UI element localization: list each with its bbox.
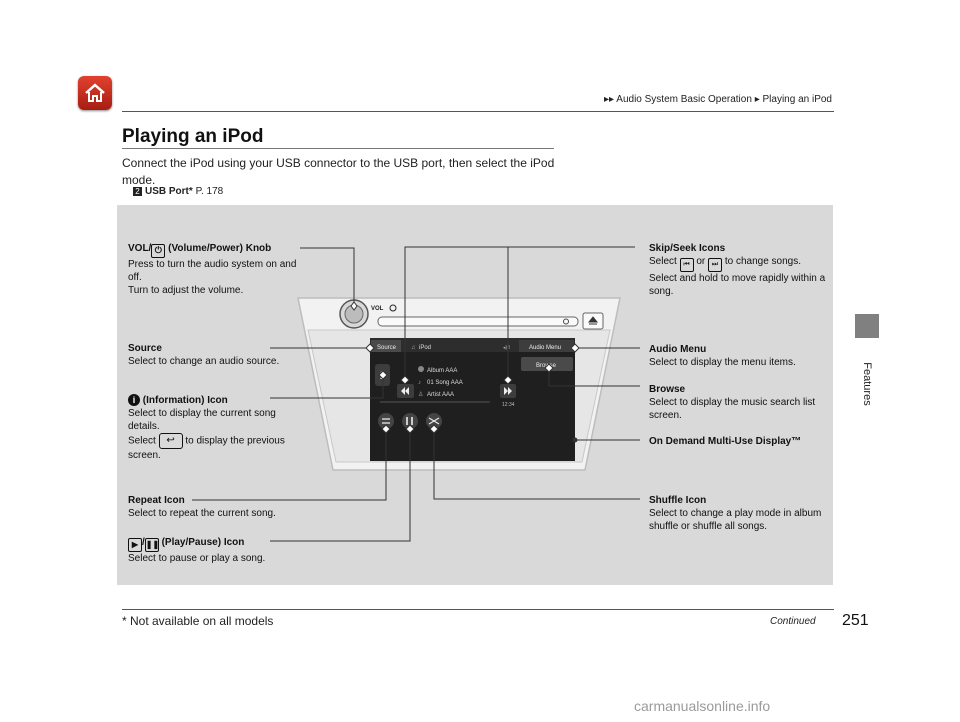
svg-text:♪: ♪: [418, 380, 421, 386]
svg-text:Source: Source: [377, 345, 397, 351]
label-repeat-icon: Repeat Icon Select to repeat the current…: [128, 495, 276, 519]
label-browse: Browse Select to display the music searc…: [649, 384, 816, 421]
svg-text:VOL: VOL: [371, 306, 384, 312]
source-button: [371, 340, 401, 352]
page-number: 251: [842, 612, 869, 629]
svg-text:iPod: iPod: [419, 345, 431, 351]
repeat-button: [378, 413, 394, 429]
pause-icon: ❚❚: [144, 538, 159, 552]
breadcrumb-section[interactable]: Audio System Basic Operation: [616, 94, 752, 105]
power-icon: ⏻: [151, 244, 166, 258]
label-skip-seek: Skip/Seek Icons Select ⏮ or ⏭ to change …: [649, 243, 826, 297]
svg-text:Artist AAA: Artist AAA: [427, 392, 454, 398]
label-shuffle-icon: Shuffle Icon Select to change a play mod…: [649, 495, 822, 532]
browse-button: [521, 357, 573, 371]
footer-rule: [122, 609, 834, 610]
play-icon: ▶: [128, 538, 142, 552]
info-icon: i: [128, 394, 140, 407]
svg-text:01 Song AAA: 01 Song AAA: [427, 380, 463, 386]
home-button[interactable]: [78, 76, 112, 110]
label-volume-knob: VOL/⏻ (Volume/Power) Knob Press to turn …: [128, 243, 297, 296]
play-pause-button: [402, 413, 418, 429]
svg-text:♙: ♙: [418, 391, 423, 398]
reference-arrow-icon: 2: [133, 187, 142, 196]
audio-menu-button: [519, 340, 574, 352]
watermark: carmanualsonline.info: [634, 698, 771, 714]
svg-text:Audio Menu: Audio Menu: [529, 345, 561, 351]
home-icon: [85, 83, 105, 102]
label-play-pause-icon: ▶/❚❚ (Play/Pause) Icon Select to pause o…: [128, 537, 266, 564]
side-tab-marker: [855, 314, 879, 338]
label-display: On Demand Multi-Use Display™: [649, 436, 802, 447]
svg-text:12:34: 12:34: [502, 402, 515, 408]
skip-back-icon: ⏮: [679, 258, 694, 272]
page-title: Playing an iPod: [122, 126, 264, 147]
svg-text:♫: ♫: [411, 345, 416, 351]
title-rule: [122, 148, 554, 149]
footnote: * Not available on all models: [122, 614, 274, 628]
label-audio-menu: Audio Menu Select to display the menu it…: [649, 344, 796, 368]
svg-text:Album AAA: Album AAA: [427, 368, 457, 374]
svg-text:◂)8: ◂)8: [503, 345, 510, 351]
skip-forward-icon: ⏭: [708, 258, 723, 272]
display-screen: [370, 338, 575, 461]
breadcrumb-page[interactable]: Playing an iPod: [762, 94, 833, 105]
intro-text: Connect the iPod using your USB connecto…: [122, 156, 555, 187]
label-source: Source Select to change an audio source.: [128, 343, 280, 367]
breadcrumb: ▸▸ Audio System Basic Operation ▸ Playin…: [604, 94, 833, 105]
back-icon: ↩: [158, 433, 183, 449]
continued-label: Continued: [770, 616, 816, 627]
label-info-icon: i (Information) Icon Select to display t…: [128, 394, 285, 461]
header-rule: [122, 111, 834, 112]
